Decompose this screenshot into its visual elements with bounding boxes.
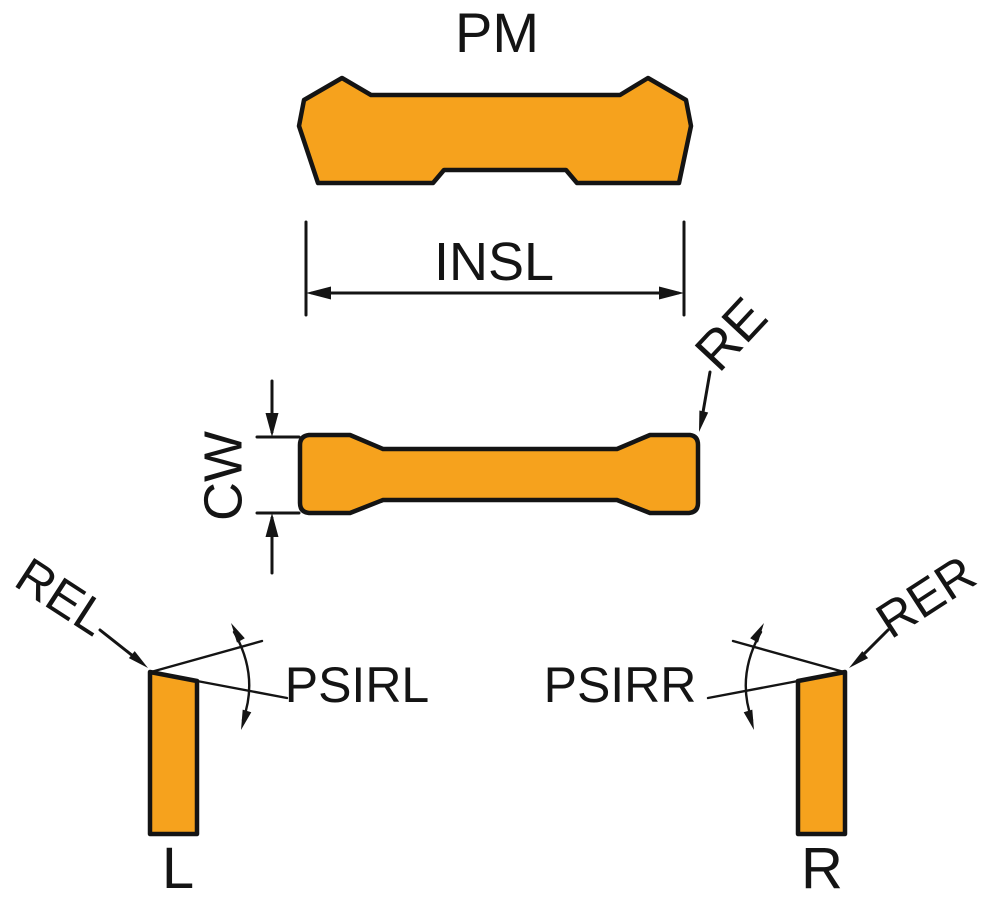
psirr-lower-leg: [706, 679, 800, 700]
rer-arrow: [849, 651, 869, 668]
re-leader-line: [700, 370, 712, 420]
insert-right-hand-shape: [795, 669, 848, 837]
label-cw: CW: [193, 431, 253, 521]
psirr-arc-arrow-bottom: [743, 709, 754, 730]
label-re: RE: [684, 287, 779, 383]
arrowheads: [128, 286, 869, 730]
label-psirl: PSIRL: [285, 657, 430, 713]
insl-arrow-right: [659, 286, 684, 300]
label-left-hand: L: [162, 836, 194, 897]
cw-arrow-top: [265, 413, 279, 437]
psirl-arc-arrow-top: [231, 623, 245, 643]
label-insl: INSL: [434, 232, 554, 292]
psirl-lower-leg: [195, 679, 289, 700]
insert-side-view-shape: [297, 432, 701, 516]
insert-left-hand-shape: [147, 669, 200, 837]
label-right-hand: R: [801, 836, 843, 897]
re-arrow: [699, 410, 709, 432]
rel-arrow: [128, 651, 148, 668]
psirl-upper-leg: [149, 639, 264, 674]
psirl-arc-arrow-bottom: [241, 709, 252, 730]
label-psirr: PSIRR: [544, 657, 697, 713]
angle-construction-lines: [149, 630, 846, 722]
label-pm: PM: [455, 1, 539, 64]
insert-shapes: [147, 75, 848, 837]
diagram-root: PM INSL CW RE REL RER PSIRL PSIRR L R: [6, 1, 985, 897]
psirr-arc-arrow-top: [750, 623, 764, 643]
insert-top-view-shape: [296, 75, 694, 186]
insl-arrow-left: [306, 286, 331, 300]
psirr-upper-leg: [731, 639, 846, 674]
cw-arrow-bottom: [265, 513, 279, 537]
